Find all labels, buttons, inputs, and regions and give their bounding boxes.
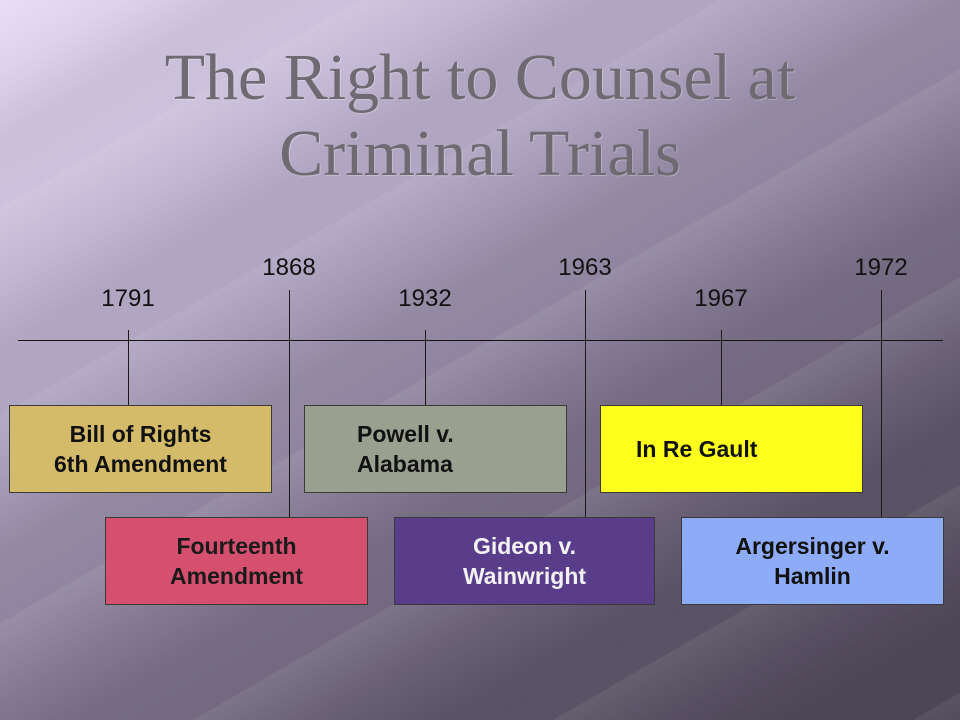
event-label-line2: Amendment [170,563,303,589]
event-label-line1: Powell v. [357,421,454,447]
event-box-powell-v-alabama: Powell v. Alabama [304,405,567,493]
event-label-line1: Fourteenth [176,533,297,559]
event-label-line2: 6th Amendment [54,451,227,477]
event-box-bill-of-rights: Bill of Rights 6th Amendment [9,405,272,493]
event-box-in-re-gault: In Re Gault [600,405,863,493]
tick-1972 [881,290,882,517]
tick-1932 [425,330,426,405]
tick-1791 [128,330,129,405]
event-label-line2: Hamlin [774,563,851,589]
year-1791: 1791 [101,285,155,312]
event-label-line1: Argersinger v. [735,533,890,559]
event-box-fourteenth-amendment: Fourteenth Amendment [105,517,368,605]
year-1963: 1963 [558,254,612,281]
tick-1963 [585,290,586,517]
event-label-line1: Gideon v. [472,533,577,559]
year-1868: 1868 [262,254,316,281]
event-label-line1: In Re Gault [636,436,758,462]
event-label-line1: Bill of Rights [69,421,212,447]
year-1932: 1932 [398,285,452,312]
event-box-gideon-v-wainwright: Gideon v. Wainwright [394,517,655,605]
event-label-line2: Alabama [357,451,453,477]
title-line-2: Criminal Trials [279,117,681,190]
slide-title: The Right to Counsel at Criminal Trials [0,40,960,192]
event-label-line2: Wainwright [462,563,587,589]
tick-1868 [289,290,290,517]
year-1972: 1972 [854,254,908,281]
title-line-1: The Right to Counsel at [164,41,796,114]
event-box-argersinger-v-hamlin: Argersinger v. Hamlin [681,517,944,605]
tick-1967 [721,330,722,405]
timeline-axis [18,340,943,341]
year-1967: 1967 [694,285,748,312]
